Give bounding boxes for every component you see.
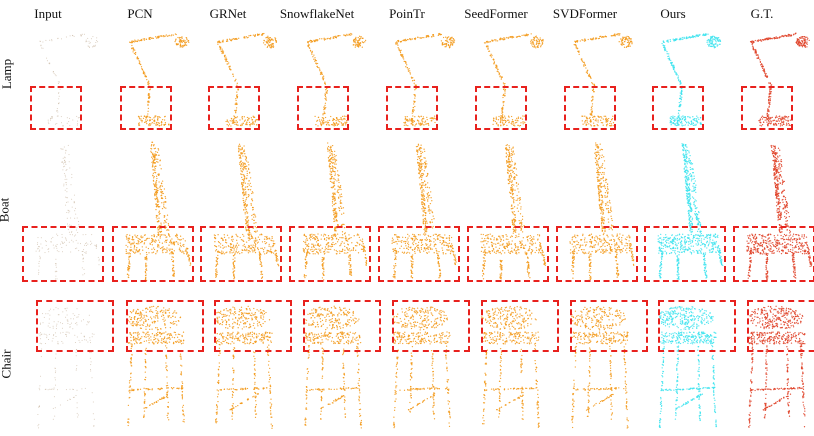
points — [480, 144, 546, 280]
point-cloud-lamp-grnet — [217, 32, 278, 127]
row-label-chair: Chair — [0, 349, 14, 379]
point-cloud-chair-gt — [747, 305, 806, 428]
zoom-box-boat-grnet — [200, 226, 282, 282]
zoom-box-chair-snowflakenet — [303, 300, 381, 352]
column-label-pcn: PCN — [127, 6, 153, 21]
zoom-box-boat-input — [22, 226, 104, 282]
zoom-box-chair-seedformer — [481, 300, 559, 352]
point-cloud-lamp-svdformer — [573, 32, 633, 127]
zoom-box-boat-svdformer — [556, 226, 638, 282]
column-label-ours: Ours — [660, 6, 686, 21]
zoom-box-chair-grnet — [214, 300, 292, 352]
points — [127, 305, 185, 427]
zoom-box-chair-pcn — [126, 300, 204, 352]
points — [306, 32, 367, 127]
points — [746, 144, 813, 281]
zoom-box-boat-seedformer — [467, 226, 549, 282]
zoom-box-lamp-grnet — [208, 86, 260, 130]
point-cloud-lamp-pointr — [395, 32, 456, 127]
point-cloud-boat-seedformer — [480, 144, 546, 280]
point-cloud-chair-ours — [658, 305, 718, 429]
point-cloud-boat-input — [35, 144, 100, 280]
points — [661, 33, 722, 127]
point-cloud-chair-svdformer — [571, 305, 629, 429]
zoom-box-chair-input — [36, 300, 114, 352]
points — [569, 142, 635, 281]
points — [213, 143, 280, 280]
column-label-svdformer: SVDFormer — [552, 6, 618, 21]
point-cloud-lamp-snowflakenet — [306, 32, 367, 127]
point-cloud-lamp-ours — [661, 33, 722, 127]
points — [657, 143, 724, 280]
points — [392, 306, 451, 429]
point-cloud-lamp-input — [39, 33, 99, 127]
point-cloud-lamp-gt — [749, 32, 810, 127]
row-label-lamp: Lamp — [0, 58, 15, 90]
zoom-box-lamp-seedformer — [475, 86, 527, 130]
points — [481, 305, 540, 428]
point-cloud-boat-svdformer — [569, 142, 635, 281]
point-cloud-boat-snowflakenet — [302, 142, 368, 281]
row-label-boat: Boat — [0, 197, 12, 223]
column-label-input: Input — [34, 6, 62, 21]
column-label-pointr: PoinTr — [389, 6, 425, 21]
points — [571, 305, 629, 429]
zoom-box-boat-pointr — [378, 226, 460, 282]
zoom-box-lamp-pointr — [386, 86, 438, 130]
zoom-box-boat-pcn — [112, 226, 194, 282]
points — [395, 32, 456, 127]
points — [573, 32, 633, 127]
point-cloud-boat-pointr — [391, 143, 457, 279]
points — [125, 141, 192, 282]
zoom-box-lamp-gt — [741, 86, 793, 130]
zoom-box-boat-ours — [644, 226, 726, 282]
zoom-box-lamp-snowflakenet — [297, 86, 349, 130]
point-cloud-chair-input — [37, 307, 95, 429]
point-cloud-boat-ours — [657, 143, 724, 280]
zoom-box-lamp-input — [30, 86, 82, 130]
zoom-box-chair-svdformer — [570, 300, 648, 352]
zoom-box-chair-ours — [658, 300, 736, 352]
zoom-box-boat-snowflakenet — [289, 226, 371, 282]
zoom-box-boat-gt — [733, 226, 814, 282]
zoom-box-lamp-ours — [652, 86, 704, 130]
zoom-box-lamp-svdformer — [564, 86, 616, 130]
zoom-box-chair-pointr — [392, 300, 470, 352]
points — [483, 33, 544, 127]
point-cloud-lamp-pcn — [129, 33, 190, 127]
point-cloud-chair-pcn — [127, 305, 185, 427]
column-label-seedformer: SeedFormer — [464, 6, 528, 21]
column-label-snowflakenet: SnowflakeNet — [279, 6, 355, 21]
points — [747, 305, 806, 428]
point-cloud-lamp-seedformer — [483, 33, 544, 127]
zoom-box-chair-gt — [747, 300, 814, 352]
zoom-box-lamp-pcn — [120, 86, 172, 130]
points — [37, 307, 95, 429]
points — [214, 305, 274, 429]
points — [39, 33, 99, 127]
points — [35, 144, 100, 280]
points — [302, 142, 368, 281]
points — [749, 32, 810, 127]
point-cloud-chair-pointr — [392, 306, 451, 429]
column-label-gt: G.T. — [750, 6, 774, 21]
point-cloud-chair-grnet — [214, 305, 274, 429]
points — [129, 33, 190, 127]
column-label-grnet: GRNet — [209, 6, 247, 21]
points — [391, 143, 457, 279]
point-cloud-boat-gt — [746, 144, 813, 281]
point-cloud-chair-seedformer — [481, 305, 540, 428]
point-cloud-boat-pcn — [125, 141, 192, 282]
points — [658, 305, 718, 429]
point-cloud-boat-grnet — [213, 143, 280, 280]
points — [217, 32, 278, 127]
